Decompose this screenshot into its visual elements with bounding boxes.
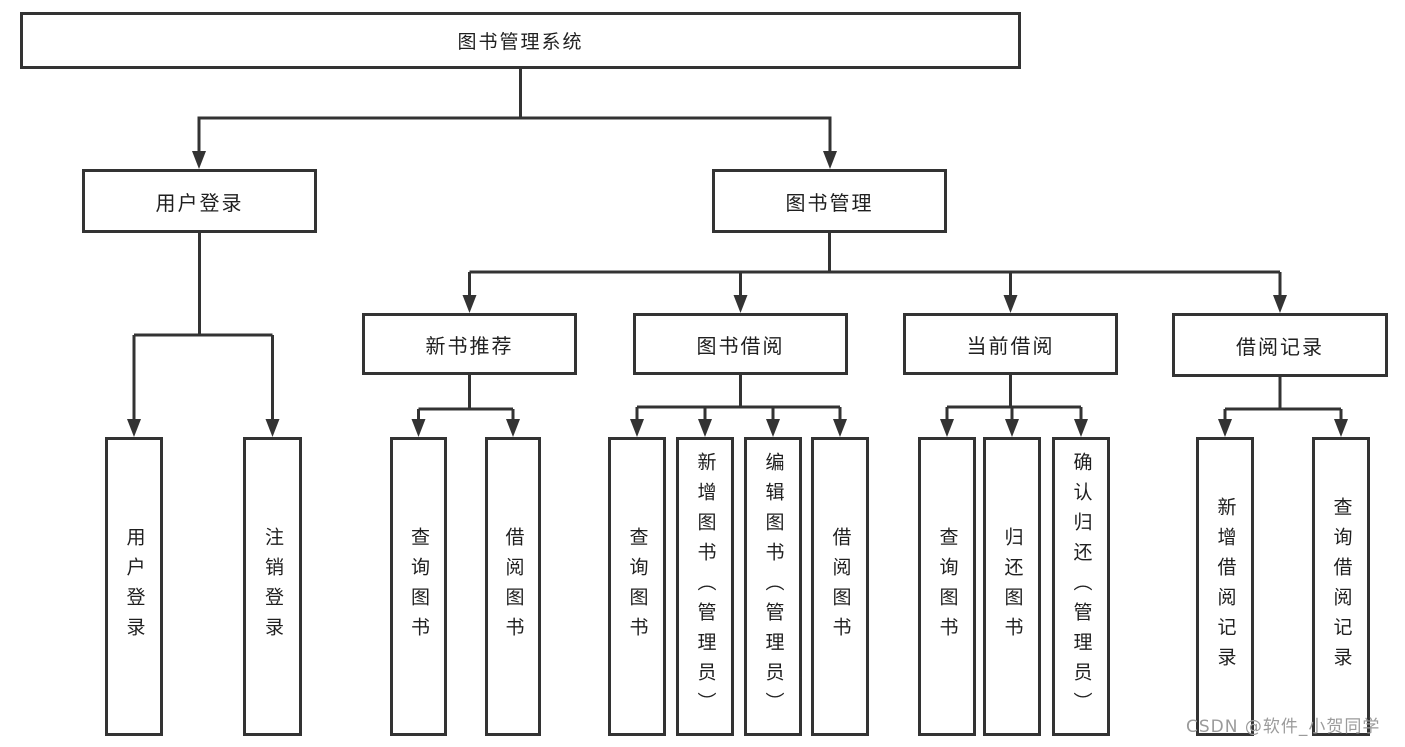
node-label: 查询图书 [626,526,649,647]
leaf-query-book-recommend: 查询图书 [390,437,447,736]
node-label: 查询图书 [408,526,430,647]
leaf-borrow-book: 借阅图书 [811,437,869,736]
node-label: 确认归还（管理员） [1070,451,1093,722]
node-user-login: 用户登录 [82,169,317,233]
node-label: 借阅图书 [502,526,525,647]
node-label: 用户登录 [155,190,244,215]
leaf-query-book-borrow: 查询图书 [608,437,666,736]
node-borrow-records: 借阅记录 [1172,313,1388,377]
node-label: 新增图书（管理员） [694,451,717,722]
leaf-add-borrow-record: 新增借阅记录 [1196,437,1254,736]
node-current-borrow: 当前借阅 [903,313,1118,375]
leaf-confirm-return-admin: 确认归还（管理员） [1052,437,1110,736]
leaf-query-borrow-record: 查询借阅记录 [1312,437,1370,736]
arrowheads [127,151,1348,437]
leaf-query-book-current: 查询图书 [918,437,976,736]
node-label: 借阅图书 [829,526,852,647]
node-book-borrow: 图书借阅 [633,313,848,375]
node-label: 图书管理系统 [457,31,584,53]
leaf-user-login: 用户登录 [105,437,163,736]
leaf-logout: 注销登录 [243,437,302,736]
node-label: 新书推荐 [425,333,514,358]
node-label: 当前借阅 [966,333,1055,358]
node-label: 新增借阅记录 [1214,496,1237,677]
csdn-watermark: CSDN @软件_小贺同学 [1186,717,1381,737]
node-label: 用户登录 [123,526,146,647]
node-label: 查询借阅记录 [1330,496,1353,677]
leaf-borrow-book-recommend: 借阅图书 [485,437,541,736]
leaf-edit-book-admin: 编辑图书（管理员） [744,437,802,736]
leaf-add-book-admin: 新增图书（管理员） [676,437,734,736]
node-label: 查询图书 [936,526,959,647]
node-new-book-recommend: 新书推荐 [362,313,577,375]
node-root-library-system: 图书管理系统 [20,12,1021,69]
node-label: 编辑图书（管理员） [762,451,785,722]
node-label: 借阅记录 [1236,334,1324,359]
node-label: 图书借阅 [696,333,785,358]
node-label: 图书管理 [785,190,874,215]
node-book-management: 图书管理 [712,169,947,233]
leaf-return-book: 归还图书 [983,437,1041,736]
node-label: 归还图书 [1001,526,1024,647]
node-label: 注销登录 [262,526,284,647]
